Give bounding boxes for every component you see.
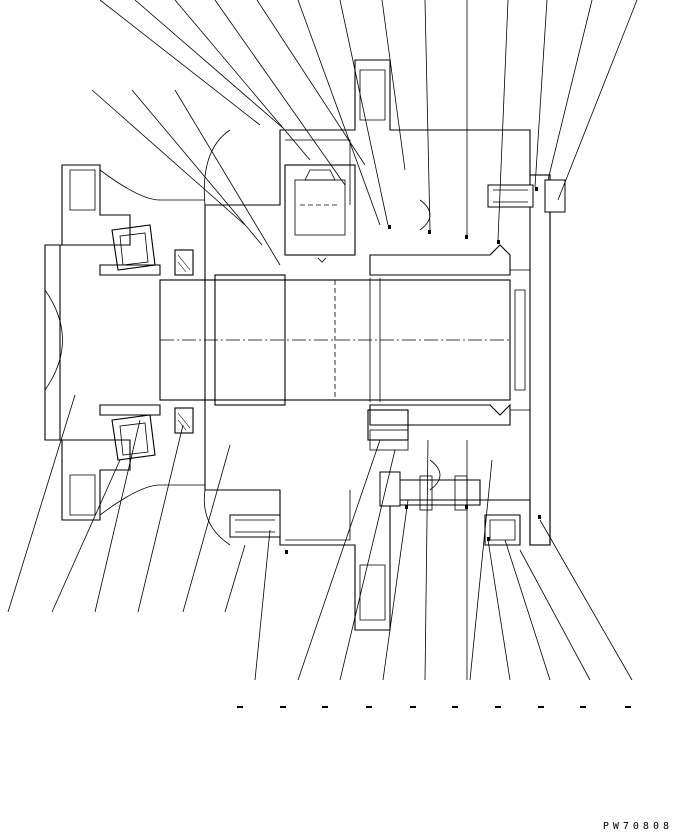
leaders-bottom [7,394,633,681]
bearing-top [99,224,161,276]
bolts [229,179,566,538]
cover-plate [510,174,551,546]
shaft [159,274,511,406]
valve-spool [394,475,521,546]
retainer-marks [285,187,541,554]
bearing-bottom [99,404,161,461]
wheel-hub [44,164,205,521]
callout-markers [237,706,631,708]
seals [174,249,194,434]
cylinder-block [367,199,511,491]
planet-gear-top [284,164,356,263]
leaders-top [99,0,638,241]
drawing-id-label: PW70808 [602,821,673,832]
leaders-left-upper [91,89,281,266]
